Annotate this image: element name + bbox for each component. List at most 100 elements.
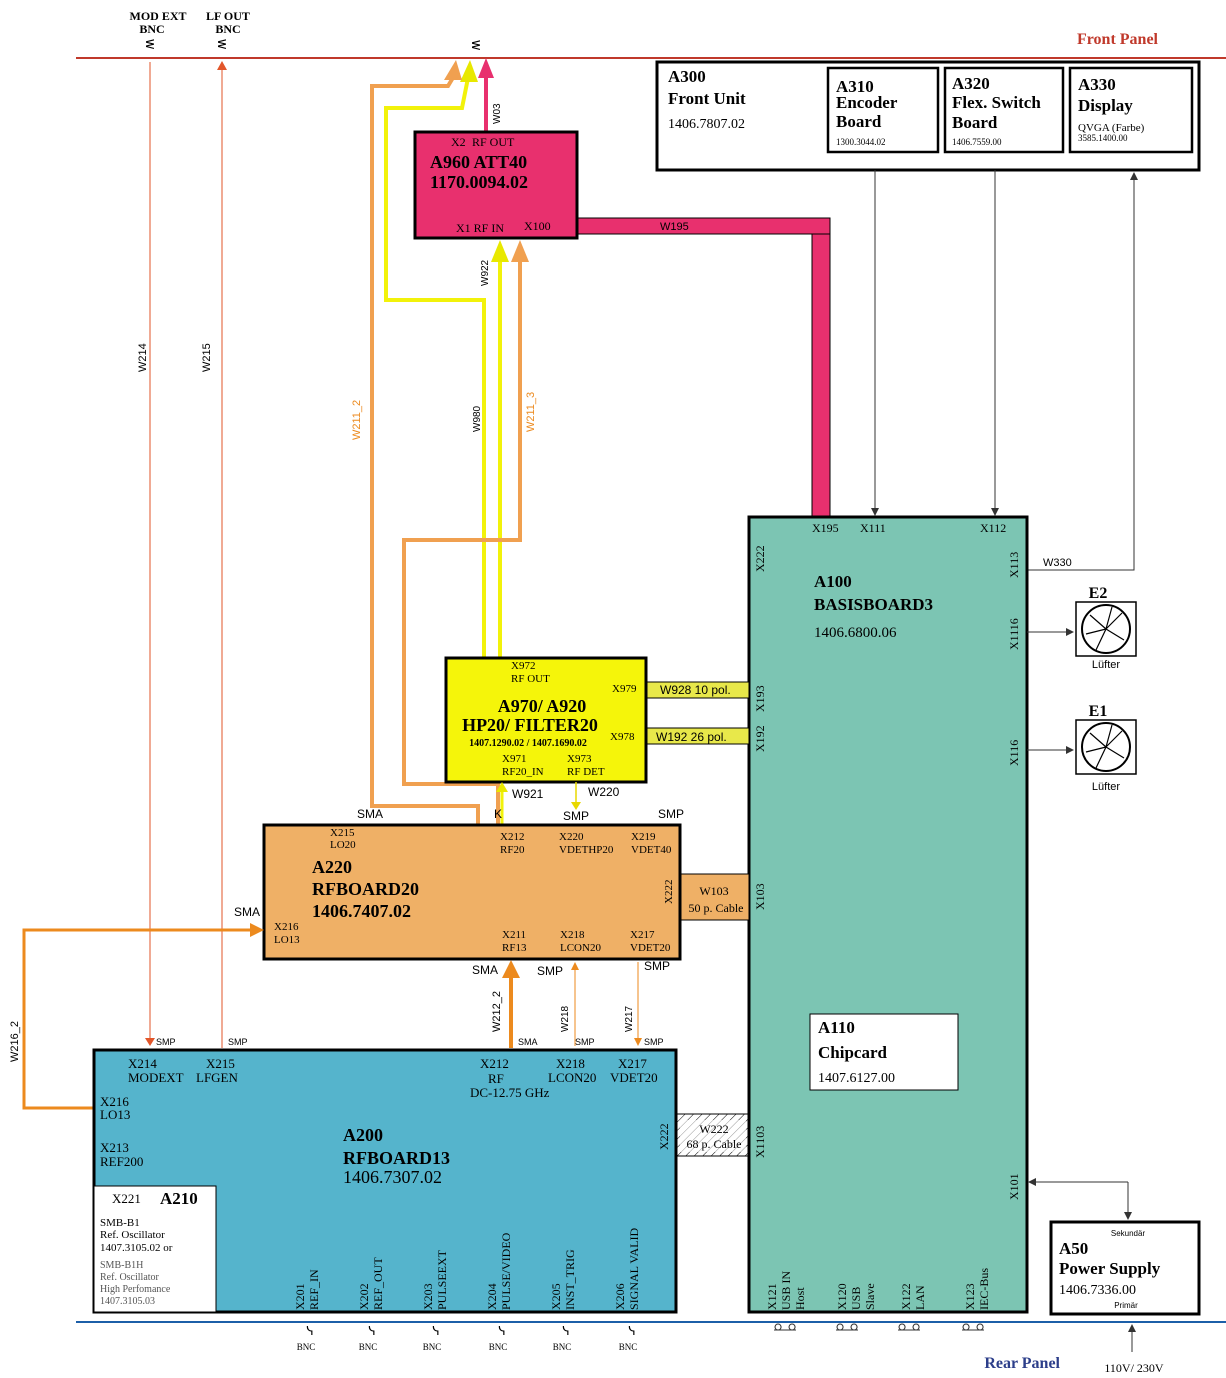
a320-pn: 1406.7559.00 [952, 137, 1002, 147]
front-panel-label: Front Panel [1077, 31, 1159, 48]
arrow-up-icon [491, 240, 509, 262]
a100-x121-l1: USB IN [779, 1271, 793, 1310]
a970-x973: X973 [567, 753, 592, 765]
a220-x220: X220 [559, 831, 584, 843]
a200-x217-smp: SMP [644, 1037, 664, 1047]
arrow-up-icon [1128, 1324, 1136, 1332]
rear-bnc-connectors: ᓭ BNC ᓭ BNC ᓭ BNC ᓭ BNC ᓭ BNC ᓭ BNC [297, 1324, 638, 1352]
bnc-connector-icon: ᓭ [368, 1324, 375, 1338]
a970-hp20-filter20 [444, 656, 648, 784]
a300-name: Front Unit [668, 89, 746, 108]
a200-modext: MODEXT [128, 1070, 184, 1085]
a220-x222: X222 [663, 880, 675, 904]
arrow-down-icon [634, 1038, 642, 1046]
a200-x214: X214 [128, 1056, 157, 1071]
a220-vdethp20: VDETHP20 [559, 844, 614, 856]
a200-x202: X202 [357, 1283, 371, 1310]
a310-title: A310 [836, 77, 874, 96]
a320-l2: Board [952, 113, 998, 132]
a220-x218-smp: SMP [537, 964, 563, 978]
cable-w217-label: W217 [624, 1005, 635, 1032]
usb-connector-icons [774, 1323, 984, 1331]
a100-x195: X195 [812, 521, 839, 535]
a970-pn: 1407.1290.02 / 1407.1690.02 [469, 738, 587, 749]
arrow-left-icon [1028, 1178, 1036, 1186]
cable-w922-label: W922 [480, 259, 491, 286]
a100-x120: X120 [835, 1283, 849, 1310]
arrow-right-icon [1066, 746, 1074, 754]
a220-x219: X219 [631, 831, 656, 843]
a50-pn: 1406.7336.00 [1059, 1283, 1136, 1298]
a100-x111: X111 [860, 521, 886, 535]
a200-x222: X222 [657, 1123, 671, 1150]
a970-rfdet: RF DET [567, 766, 605, 778]
a200-lcon20: LCON20 [548, 1070, 596, 1085]
cable-w195-label: W195 [660, 221, 689, 233]
a200-x216: X216 [100, 1094, 129, 1109]
arrow-down-icon [871, 508, 879, 516]
a210-l5: Ref. Oscillator [100, 1272, 160, 1283]
a200-rf-range: DC-12.75 GHz [470, 1085, 550, 1100]
cable-w103-sub: 50 p. Cable [689, 901, 744, 915]
a220-vdet40: VDET40 [631, 844, 672, 856]
a200-rf: RF [488, 1071, 504, 1086]
cable-w195 [575, 217, 831, 235]
mod-ext-bnc: BNC [139, 22, 164, 36]
a100-pn: 1406.6800.06 [814, 625, 897, 641]
arrow-up-icon [511, 240, 529, 262]
a200-x205: X205 [549, 1283, 563, 1310]
a200-x212-sma: SMA [518, 1037, 538, 1047]
a220-lcon20: LCON20 [560, 942, 601, 954]
a200-title: A200 [343, 1125, 383, 1145]
a200-x203: X203 [421, 1283, 435, 1310]
a200-x213: X213 [100, 1140, 129, 1155]
a220-x211: X211 [502, 929, 526, 941]
mod-ext-label: MOD EXT [130, 9, 187, 23]
cable-w921-label: W921 [512, 787, 544, 801]
a200-lfgen: LFGEN [196, 1070, 239, 1085]
cable-w218-label: W218 [560, 1005, 571, 1032]
a200-x204-sig: PULSE/VIDEO [499, 1232, 513, 1310]
a960-x100: X100 [524, 219, 551, 233]
a100-x1116: X1116 [1007, 618, 1021, 650]
a100-x120-l1: USB [849, 1287, 863, 1310]
a200-x206-sig: SIGNAL VALID [627, 1228, 641, 1310]
a50-title: A50 [1059, 1239, 1088, 1258]
a970-x972: X972 [511, 660, 535, 672]
cable-w103 [678, 873, 750, 921]
a200-x212: X212 [480, 1056, 509, 1071]
bnc-connector-icon: ᓭ [306, 1324, 313, 1338]
a330-title: A330 [1078, 75, 1116, 94]
a320-l1: Flex. Switch [952, 93, 1041, 112]
arrow-down-icon [991, 508, 999, 516]
rear-panel-label: Rear Panel [984, 1355, 1060, 1372]
a100-x103: X103 [753, 883, 767, 910]
a200-lo13: LO13 [100, 1107, 130, 1122]
a50-prim: Primär [1114, 1301, 1138, 1310]
a970-x979: X979 [612, 683, 637, 695]
fan-e2-icon [1075, 601, 1137, 657]
bnc-label: BNC [423, 1342, 442, 1352]
a200-x206: X206 [613, 1283, 627, 1310]
bnc-label: BNC [619, 1342, 638, 1352]
cable-w222-label: W222 [699, 1122, 728, 1136]
arrow-right-icon [1066, 628, 1074, 636]
a100-x222: X222 [753, 545, 767, 572]
rf-out-connector-icon: ᓬ [471, 38, 480, 53]
a100-x116: X116 [1007, 740, 1021, 766]
fan-e2-label: Lüfter [1092, 659, 1120, 671]
a220-title: A220 [312, 857, 352, 877]
a200-x214-smp: SMP [156, 1037, 176, 1047]
arrow-up-icon [571, 962, 579, 970]
a330-l2: QVGA (Farbe) [1078, 122, 1145, 134]
bnc-label: BNC [297, 1342, 316, 1352]
a200-x201-sig: REF_IN [307, 1269, 321, 1310]
a100-x121-l2: Host [793, 1287, 807, 1310]
a220-name: RFBOARD20 [312, 879, 419, 899]
a960-x2: X2 [451, 135, 466, 149]
a200-name: RFBOARD13 [343, 1148, 450, 1168]
a310-encoder-board [826, 66, 940, 154]
a50-power-supply [1049, 1220, 1201, 1316]
arrow-up-icon [478, 58, 494, 78]
